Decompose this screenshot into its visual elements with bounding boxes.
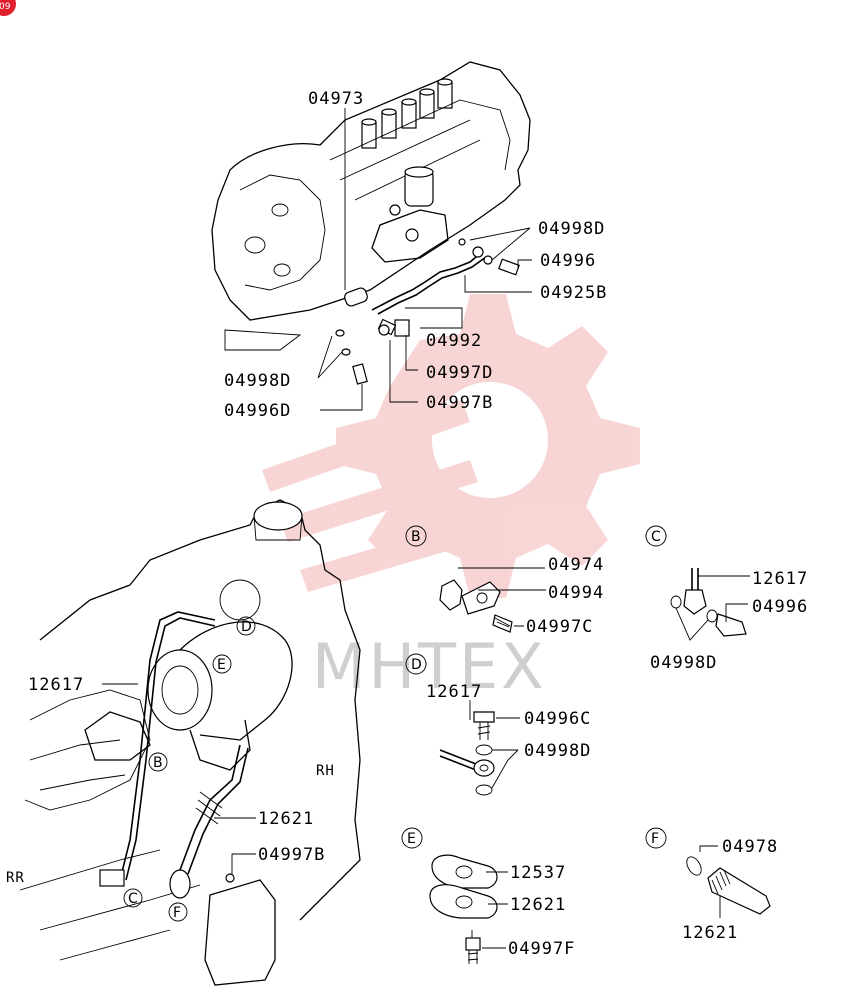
callout-04992: 04992 bbox=[426, 331, 482, 351]
svg-text:B: B bbox=[153, 755, 163, 771]
detail-d-12617: 12617 bbox=[426, 682, 482, 702]
detail-c-04998D: 04998D bbox=[650, 653, 717, 673]
detail-f-12621: 12621 bbox=[682, 923, 738, 943]
detail-f-04978: 04978 bbox=[722, 837, 778, 857]
detail-f-letter: F bbox=[651, 831, 659, 847]
marker-d-main: D bbox=[236, 616, 256, 636]
marker-f-main: F bbox=[168, 902, 188, 922]
watermark-text: MHTEX bbox=[312, 630, 547, 703]
callout-04997B-main: 04997B bbox=[258, 845, 325, 865]
callout-04997B-top: 04997B bbox=[426, 393, 493, 413]
callout-04973: 04973 bbox=[308, 89, 364, 109]
callout-12621-main: 12621 bbox=[258, 809, 314, 829]
detail-c: C 12617 04996 04998D bbox=[645, 525, 808, 673]
detail-c-04996: 04996 bbox=[752, 597, 808, 617]
svg-text:E: E bbox=[217, 657, 226, 673]
oil-feed-pipe-top bbox=[335, 238, 520, 385]
detail-e-12537: 12537 bbox=[510, 863, 566, 883]
label-rr: RR bbox=[6, 870, 25, 886]
callout-04925B: 04925B bbox=[540, 283, 607, 303]
callout-04996: 04996 bbox=[540, 251, 596, 271]
detail-b: B 04974 04994 04997C bbox=[405, 525, 604, 637]
detail-b-letter: B bbox=[411, 529, 421, 545]
detail-b-04994: 04994 bbox=[548, 583, 604, 603]
leader-lines-top bbox=[317, 108, 532, 411]
detail-e-12621: 12621 bbox=[510, 895, 566, 915]
detail-d-04996C: 04996C bbox=[524, 709, 591, 729]
svg-text:F: F bbox=[173, 905, 181, 921]
callout-12617-main: 12617 bbox=[28, 675, 84, 695]
callout-04996D: 04996D bbox=[224, 401, 291, 421]
delivery-valves bbox=[361, 78, 453, 149]
detail-e: E 12537 12621 04997F bbox=[401, 827, 575, 964]
callout-04998D-top: 04998D bbox=[538, 219, 605, 239]
callout-04997D: 04997D bbox=[426, 363, 493, 383]
corner-badge-text: 09 bbox=[0, 2, 11, 12]
marker-c-main: C bbox=[123, 888, 143, 908]
turbocharger-illustration bbox=[19, 499, 361, 986]
detail-e-04997F: 04997F bbox=[508, 939, 575, 959]
label-rh: RH bbox=[316, 763, 335, 779]
detail-d-04998D: 04998D bbox=[524, 741, 591, 761]
detail-c-12617: 12617 bbox=[752, 569, 808, 589]
detail-f: F 04978 12621 bbox=[645, 827, 778, 943]
callout-04998D-left: 04998D bbox=[224, 371, 291, 391]
marker-e-main: E bbox=[212, 654, 232, 674]
injection-pump-illustration bbox=[211, 61, 531, 351]
svg-text:C: C bbox=[128, 891, 138, 907]
detail-d-letter: D bbox=[411, 657, 422, 673]
marker-b-main: B bbox=[148, 752, 168, 772]
leader-lines-bottom bbox=[102, 683, 256, 874]
detail-e-letter: E bbox=[407, 831, 416, 847]
detail-c-letter: C bbox=[651, 529, 661, 545]
detail-b-04997C: 04997C bbox=[526, 617, 593, 637]
detail-b-04974: 04974 bbox=[548, 555, 604, 575]
svg-text:D: D bbox=[241, 619, 252, 635]
corner-badge: 09 bbox=[0, 0, 16, 16]
detail-d: D 12617 04996C 04998D bbox=[405, 653, 591, 796]
